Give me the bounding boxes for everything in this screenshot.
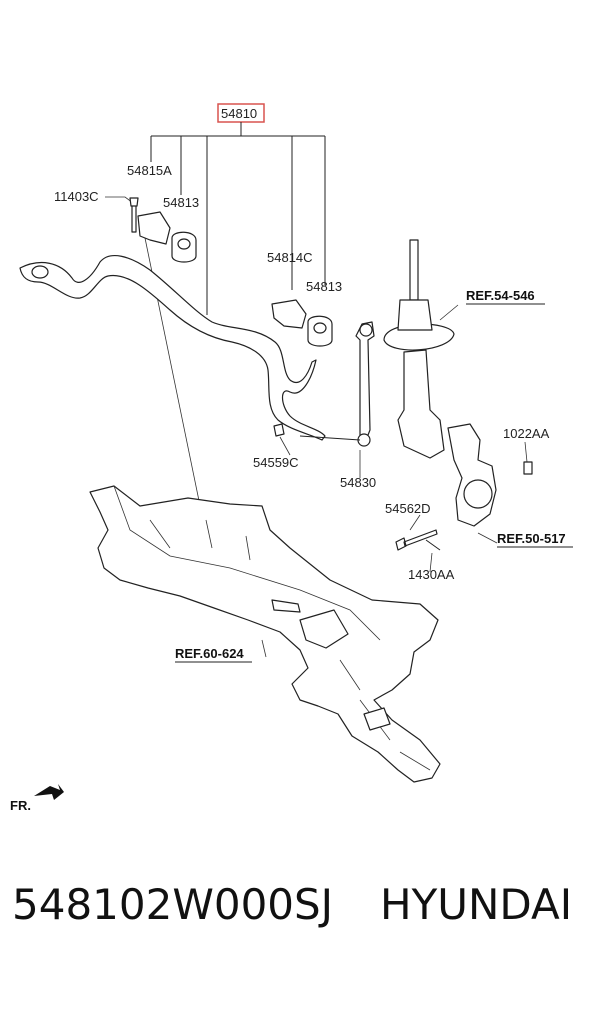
steering-knuckle: [447, 423, 497, 527]
front-label: FR.: [10, 798, 31, 813]
subframe: [89, 485, 441, 783]
part-number-text: 548102W000SJ: [12, 880, 334, 929]
label-54830: 54830: [340, 475, 376, 490]
nut-1022AA: [523, 461, 533, 475]
link-ball-top: [359, 323, 373, 337]
knuckle-hub: [463, 479, 493, 509]
label-54559C: 54559C: [253, 455, 299, 470]
brand-text: HYUNDAI: [380, 880, 573, 929]
pin-1430AA: [425, 539, 441, 551]
parts-diagram: 54810 54815A 11403C 54813 54814C 54813 5…: [10, 103, 573, 813]
bolt-11403C: [129, 197, 139, 233]
link-bolt: [299, 435, 361, 441]
main-part-label: 54810: [221, 106, 257, 121]
bracket-54814C: [271, 299, 307, 329]
bushing-bracket-54815A: [137, 211, 171, 245]
label-54814C: 54814C: [267, 250, 313, 265]
label-54813-upper: 54813: [163, 195, 199, 210]
subframe-bracket: [299, 609, 349, 649]
ref-60-624: REF.60-624: [175, 646, 244, 661]
bushing-54813-lower-hole: [313, 322, 327, 334]
label-54562D: 54562D: [385, 501, 431, 516]
main-part-leader: [150, 122, 326, 315]
ref-54-546: REF.54-546: [466, 288, 535, 303]
strut-spring-seat: [383, 323, 455, 351]
subframe-mount-hole: [271, 599, 301, 613]
ref-50-517: REF.50-517: [497, 531, 566, 546]
nut-54559C: [273, 423, 285, 437]
bolt-54562D: [395, 529, 438, 551]
label-1430AA: 1430AA: [408, 567, 455, 582]
strut-upper-body: [397, 299, 433, 331]
stabilizer-link-54830: [355, 321, 375, 441]
label-54813-lower: 54813: [306, 279, 342, 294]
label-11403C: 11403C: [54, 189, 99, 204]
stabilizer-bar-end: [31, 265, 49, 279]
strut-rod: [409, 239, 419, 301]
label-1022AA: 1022AA: [503, 426, 550, 441]
leader-lines: [105, 196, 528, 658]
label-54815A: 54815A: [127, 163, 172, 178]
strut-lower-body: [397, 349, 445, 459]
front-arrow-icon: [34, 784, 64, 800]
stabilizer-bar: [19, 254, 326, 441]
bushing-54813-upper-hole: [177, 238, 191, 250]
subframe-arm: [363, 707, 391, 731]
caption: 548102W000SJ HYUNDAI: [12, 880, 592, 950]
